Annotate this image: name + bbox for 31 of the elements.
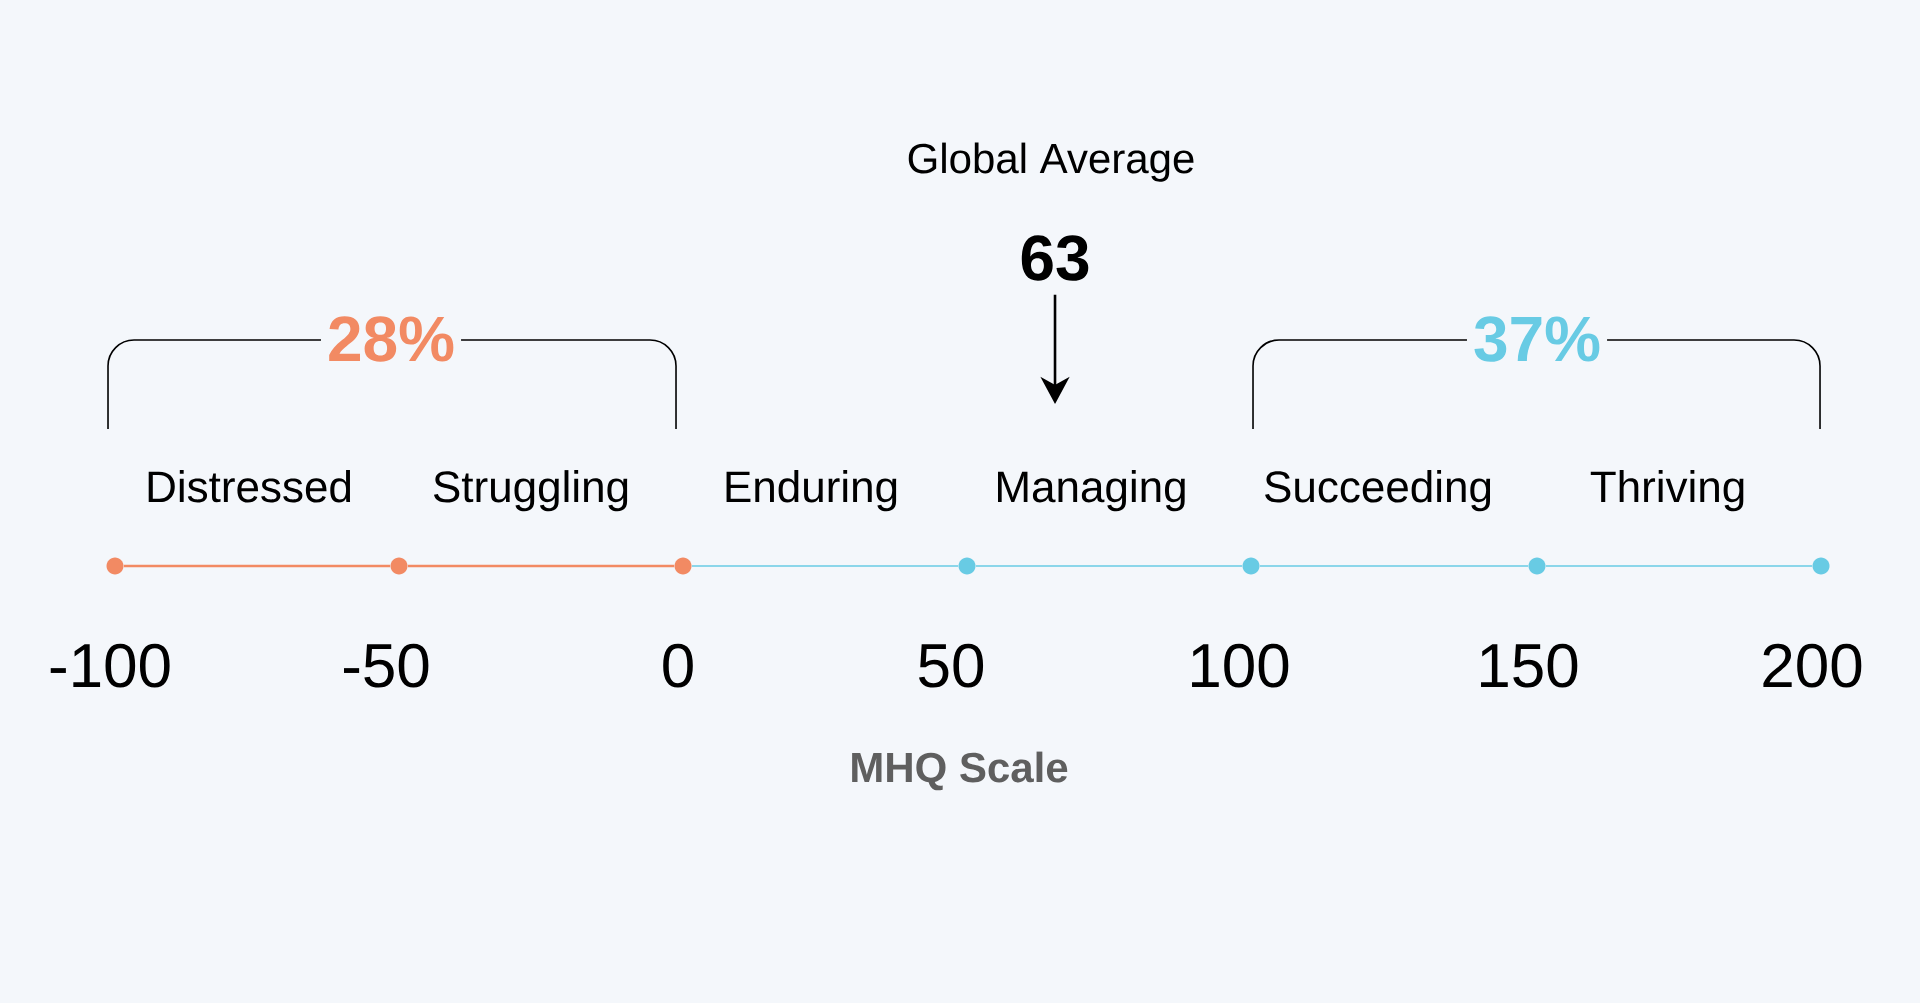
scale-line	[407, 564, 675, 568]
scale-line	[1259, 565, 1529, 567]
scale-dot	[1812, 557, 1830, 575]
scale-dot	[390, 557, 408, 575]
scale-dot	[958, 557, 976, 575]
caption-text: Global Average	[908, 142, 1194, 182]
category-label: Struggling	[433, 470, 628, 512]
category-label: Enduring	[726, 470, 897, 512]
tick-label: 100	[1192, 643, 1289, 688]
tick-label: 150	[1481, 643, 1578, 688]
axis-title: MHQ Scale	[852, 751, 1068, 791]
tick-label: -50	[343, 643, 429, 688]
category-label: Succeeding	[1265, 470, 1491, 512]
category-label: Thriving	[1590, 470, 1744, 512]
category-label: Distressed	[148, 470, 351, 503]
scale-line	[975, 565, 1243, 567]
scale-dot	[1242, 557, 1260, 575]
scale-line	[1545, 565, 1813, 567]
scale-dot	[1528, 557, 1546, 575]
tick-label: 0	[663, 643, 693, 688]
tick-label: -100	[50, 643, 170, 688]
percent-label: 37%	[1466, 314, 1608, 364]
category-label: Managing	[998, 470, 1185, 512]
tick-label: 50	[919, 643, 984, 688]
average-value: 63	[1021, 235, 1089, 281]
tick-label: 200	[1763, 643, 1862, 688]
scale-dot	[674, 557, 692, 575]
scale-line	[691, 565, 959, 567]
scale-dot	[106, 557, 124, 575]
percent-label: 28%	[320, 314, 462, 364]
scale-line	[123, 564, 391, 568]
